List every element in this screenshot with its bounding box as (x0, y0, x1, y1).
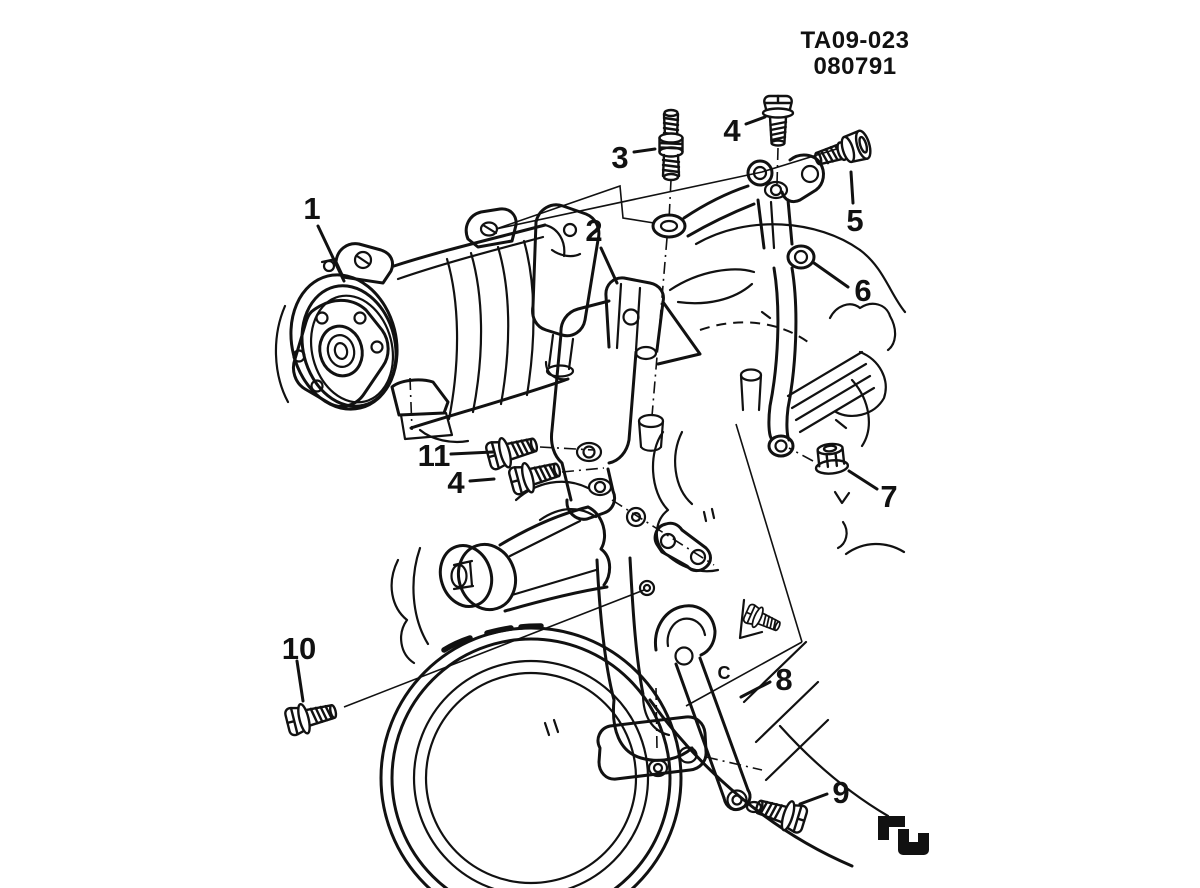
callout-4-lower-leader (468, 477, 496, 483)
part-marks: C (718, 663, 731, 683)
callout-7-label: 7 (880, 479, 897, 514)
bolt-9 (755, 799, 809, 834)
fasteners (284, 94, 872, 834)
bolt-8-stud (742, 603, 781, 632)
water-pump (438, 480, 612, 613)
publisher-logo-icon (878, 816, 929, 855)
bolt-4-lower (508, 462, 562, 496)
callout-6-leader (812, 261, 850, 289)
callout-4-upper-label: 4 (723, 113, 741, 148)
crank-pulley (379, 623, 683, 888)
stud-3 (658, 108, 684, 182)
callout-2-leader (599, 246, 619, 285)
projection-line-11 (655, 687, 658, 751)
callout-11-label: 11 (418, 438, 451, 473)
projection-line-10 (611, 499, 715, 566)
callout-7-leader (847, 469, 879, 491)
callout-9-label: 9 (832, 775, 849, 810)
front-mount-bracket (550, 276, 702, 521)
callout-11-leader (449, 450, 495, 456)
projection-line-6 (776, 147, 779, 185)
ac-compressor (274, 203, 601, 444)
projection-line-12 (705, 756, 763, 771)
projection-line-8 (561, 467, 605, 473)
callout-3-leader (632, 147, 657, 154)
bolt-11 (485, 437, 539, 471)
engine-block-linework (390, 223, 907, 868)
callout-9-leader (798, 792, 829, 806)
drawing-header: TA09-023 080791 (790, 28, 920, 80)
callout-4-lower-label: 4 (447, 465, 465, 500)
callout-5-label: 5 (846, 203, 863, 238)
callout-5-leader (849, 170, 855, 205)
callout-1-label: 1 (303, 191, 320, 226)
bolt-4-upper (761, 94, 795, 147)
bolt-5 (814, 129, 872, 166)
callout-8-label: 8 (775, 662, 792, 697)
revision-date: 080791 (813, 53, 897, 80)
projection-line-5 (651, 237, 668, 417)
projection-line-9 (788, 447, 814, 462)
callout-1-leader (316, 224, 346, 283)
callout-2-label: 2 (585, 213, 602, 248)
upper-bracket-and-brace (651, 153, 825, 458)
part-mark-bracket-letter: C (718, 663, 731, 683)
projection-line-13 (409, 377, 413, 431)
projection-line-7 (539, 446, 595, 451)
callout-3-label: 3 (611, 140, 628, 175)
drawing-code: TA09-023 (800, 27, 910, 54)
projection-line-2 (495, 184, 655, 230)
callout-4-upper-leader (744, 115, 767, 126)
bolt-10 (284, 702, 338, 737)
projection-line-4 (668, 179, 672, 221)
nut-7 (814, 442, 850, 475)
callout-6-label: 6 (854, 273, 871, 308)
callout-8-leader (739, 680, 772, 699)
callout-10-leader (295, 659, 305, 703)
callout-10-label: 10 (282, 631, 316, 666)
projection-line-3 (343, 589, 645, 708)
